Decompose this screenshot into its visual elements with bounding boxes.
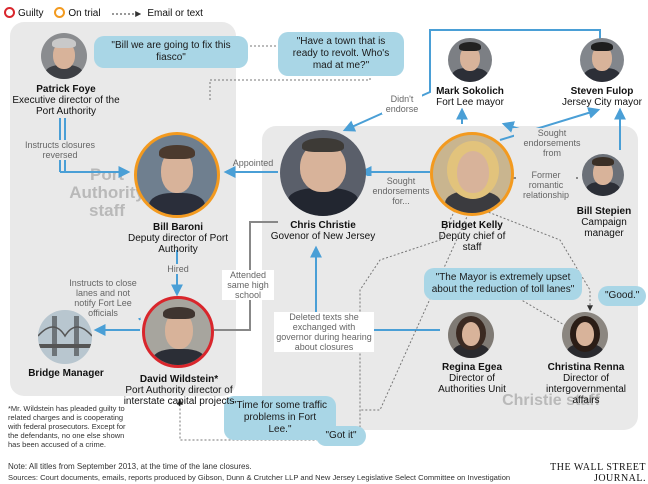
- role-foye: Executive director of the Port Authority: [12, 95, 120, 117]
- quote-mayor-upset: "The Mayor is extremely upset about the …: [424, 268, 582, 300]
- name-baroni: Bill Baroni: [152, 222, 203, 233]
- quote-got-it: "Got it": [316, 426, 366, 446]
- footnote-wildstein: *Mr. Wildstein has pleaded guilty to rel…: [8, 404, 126, 449]
- name-kelly: Bridget Kelly: [441, 220, 503, 231]
- portrait-foye: [41, 33, 87, 79]
- portrait-sokolich: [448, 38, 492, 82]
- role-christie: Govenor of New Jersey: [270, 231, 376, 242]
- sources: Sources: Court documents, emails, report…: [8, 473, 511, 482]
- label-appointed: Appointed: [232, 158, 274, 168]
- label-deleted-texts: Deleted texts she exchanged with governo…: [274, 312, 374, 352]
- christie-staff-label: Christie staff: [502, 392, 600, 409]
- portrait-bridge-manager: [38, 310, 92, 364]
- quote-revolt-text: "Have a town that is ready to revolt. Wh…: [292, 36, 390, 71]
- portrait-christie: [280, 130, 366, 216]
- label-attended-school: Attended same high school: [222, 270, 274, 300]
- label-didnt-endorse: Didn't endorse: [382, 94, 422, 114]
- quote-good: "Good.": [598, 286, 646, 306]
- caption-bridge-manager: Bridge Manager: [20, 368, 112, 379]
- quote-revolt: "Have a town that is ready to revolt. Wh…: [278, 32, 404, 76]
- portrait-renna: [562, 312, 608, 358]
- legend: Guilty On trial Email or text: [4, 7, 203, 20]
- quote-fiasco-text: "Bill we are going to fix this fiasco": [111, 40, 231, 63]
- caption-christie: Chris Christie Govenor of New Jersey: [262, 220, 384, 242]
- role-wildstein: Port Authority director of interstate ca…: [123, 385, 235, 407]
- name-fulop: Steven Fulop: [570, 86, 634, 97]
- bridge-icon: [38, 310, 92, 364]
- on-trial-swatch: [54, 7, 66, 18]
- role-baroni: Deputy director of Port Authority: [127, 233, 229, 255]
- caption-renna: Christina Renna Director of intergovernm…: [534, 362, 638, 406]
- role-sokolich: Fort Lee mayor: [436, 97, 504, 108]
- portrait-fulop: [580, 38, 624, 82]
- legend-email-or-text: Email or text: [147, 8, 203, 19]
- name-foye: Patrick Foye: [36, 84, 96, 95]
- caption-sokolich: Mark Sokolich Fort Lee mayor: [424, 86, 516, 108]
- role-fulop: Jersey City mayor: [561, 97, 642, 108]
- note-titles: Note: All titles from September 2013, at…: [8, 462, 252, 471]
- role-egea: Director of Authorities Unit: [438, 373, 506, 395]
- name-wildstein: David Wildstein*: [139, 374, 219, 385]
- label-sought-endorsements: Sought endorsements for...: [368, 176, 434, 206]
- caption-kelly: Bridget Kelly Deputy chief of staff: [430, 220, 514, 253]
- role-stepien: Campaign manager: [581, 217, 627, 239]
- portrait-kelly: [430, 132, 514, 216]
- caption-stepien: Bill Stepien Campaign manager: [566, 206, 642, 239]
- legend-on-trial: On trial: [68, 8, 101, 19]
- portrait-baroni: [134, 132, 220, 218]
- legend-guilty: Guilty: [18, 8, 44, 19]
- label-sought-endorsements-from: Sought endorsements from: [514, 128, 590, 158]
- caption-baroni: Bill Baroni Deputy director of Port Auth…: [124, 222, 232, 255]
- name-renna: Christina Renna: [547, 362, 625, 373]
- guilty-swatch: [4, 7, 15, 18]
- portrait-wildstein: [142, 296, 214, 368]
- portrait-stepien: [582, 154, 624, 196]
- role-kelly: Deputy chief of staff: [438, 231, 506, 253]
- name-stepien: Bill Stepien: [576, 206, 632, 217]
- name-egea: Regina Egea: [441, 362, 503, 373]
- caption-fulop: Steven Fulop Jersey City mayor: [556, 86, 648, 108]
- quote-got-it-text: "Got it": [325, 430, 357, 441]
- quote-mayor-upset-text: "The Mayor is extremely upset about the …: [431, 272, 575, 295]
- label-instructs-reversed: Instructs closures reversed: [20, 140, 100, 160]
- port-authority-staff-label: Port Authority staff: [69, 165, 145, 220]
- quote-fiasco: "Bill we are going to fix this fiasco": [94, 36, 248, 68]
- label-former-romantic: Former romantic relationship: [516, 170, 576, 200]
- caption-wildstein: David Wildstein* Port Authority director…: [120, 374, 238, 407]
- quote-traffic-text: "Time for some traffic problems in Fort …: [232, 400, 328, 435]
- label-hired: Hired: [164, 264, 192, 274]
- role-renna: Director of intergovernmental affairs: [545, 373, 627, 406]
- name-christie: Chris Christie: [290, 220, 356, 231]
- caption-egea: Regina Egea Director of Authorities Unit: [428, 362, 516, 395]
- portrait-egea: [448, 312, 494, 358]
- name-bridge-manager: Bridge Manager: [28, 368, 104, 379]
- wsj-credit: THE WALL STREET JOURNAL.: [550, 462, 646, 484]
- caption-foye: Patrick Foye Executive director of the P…: [6, 84, 126, 117]
- quote-good-text: "Good.": [605, 290, 640, 301]
- name-sokolich: Mark Sokolich: [436, 86, 504, 97]
